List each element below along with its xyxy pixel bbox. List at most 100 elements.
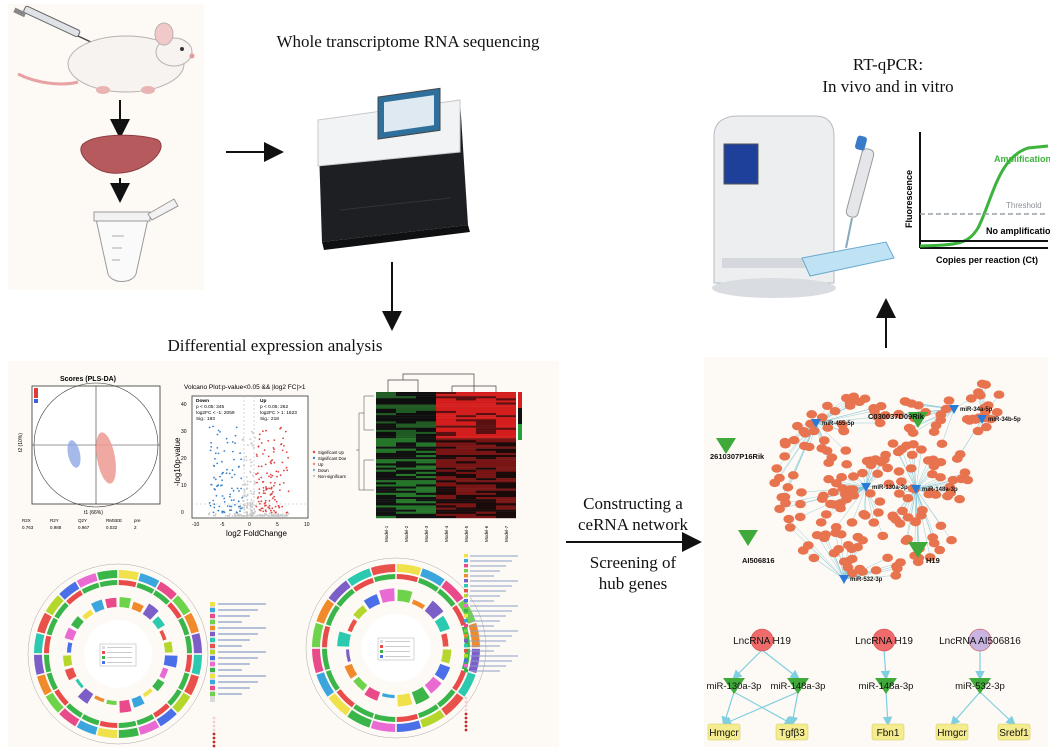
heatmap-cell	[376, 400, 396, 403]
volcano-point	[257, 465, 260, 468]
circle-count-segment	[54, 602, 69, 619]
heatmap-cell	[396, 421, 416, 424]
heatmap-cell	[496, 457, 516, 460]
network-gene-node	[788, 436, 800, 445]
heatmap-cell	[416, 473, 436, 477]
circle-count-segment	[153, 703, 170, 718]
volcano-legend-dot	[312, 456, 316, 460]
heatmap-cell	[456, 444, 476, 447]
volcano-point	[249, 480, 252, 483]
volcano-point	[283, 469, 285, 472]
network-gene-node	[979, 403, 990, 413]
volcano-point	[267, 439, 270, 442]
volcano-point	[221, 460, 223, 463]
volcano-point	[255, 473, 257, 476]
volcano-point	[281, 515, 284, 517]
go-legend-swatch	[210, 614, 215, 618]
heatmap-cell	[436, 490, 456, 493]
network-edge	[960, 418, 983, 455]
heatmap-cell	[456, 438, 476, 441]
go-legend-swatch	[210, 680, 215, 684]
circle-count-segment	[99, 720, 118, 728]
heatmap-cell	[476, 461, 496, 464]
volcano-point	[249, 471, 252, 474]
volcano-point	[270, 462, 273, 465]
kegg-legend-swatch	[464, 609, 468, 613]
circle-legend-swatch	[380, 650, 383, 653]
network-gene-node	[873, 508, 884, 517]
circle-category-segment	[328, 580, 351, 603]
go-legend-dot	[212, 724, 216, 728]
volcano-point	[213, 503, 216, 506]
network-gene-node	[872, 469, 883, 478]
network-gene-node	[811, 531, 823, 540]
heatmap-cell	[416, 501, 436, 504]
kegg-legend-dot	[464, 700, 468, 704]
go-legend	[210, 602, 266, 748]
heatmap-cell	[376, 507, 396, 510]
heatmap-cell	[416, 421, 436, 424]
network-gene-node	[930, 490, 942, 499]
heatmap-cell	[416, 480, 436, 483]
cerna-caption-line2: ceRNA network	[577, 515, 688, 534]
network-edge	[815, 422, 846, 451]
heatmap-cell	[496, 438, 516, 441]
circle-bar-segment	[64, 627, 77, 641]
circle-count-segment	[353, 577, 375, 592]
circle-category-segment	[316, 599, 335, 624]
volcano-point	[210, 483, 213, 486]
circle-category-segment	[138, 720, 160, 735]
network-gene-node	[858, 510, 870, 519]
kegg-legend-dot	[464, 696, 468, 700]
network-gene-node	[954, 450, 966, 459]
heatmap-cell	[436, 410, 456, 414]
heatmap-cell	[396, 494, 416, 498]
heatmap-cell	[436, 404, 456, 407]
kegg-circle-chart	[305, 554, 518, 739]
hub-mirna-label: miR-148a-3p	[859, 681, 914, 692]
heatmap-cell	[476, 469, 496, 472]
heatmap-cell	[396, 436, 416, 439]
kegg-legend-dot	[464, 704, 468, 708]
volcano-ytick: 20	[181, 456, 187, 462]
network-gene-node	[964, 416, 975, 425]
network-gene-node	[771, 464, 783, 473]
heatmap-cell	[436, 509, 456, 512]
heatmap-cell	[496, 392, 516, 395]
heatmap-cell	[496, 436, 516, 439]
heatmap-cell	[416, 478, 436, 481]
volcano-point	[258, 492, 261, 494]
network-mirna-label: miR-130a-3p	[872, 485, 908, 491]
heatmap-cell	[416, 440, 436, 443]
circle-category-segment	[138, 573, 160, 588]
volcano-point	[274, 498, 276, 501]
heatmap-cell	[416, 507, 436, 510]
network-gene-node	[857, 468, 868, 478]
heatmap-cell	[436, 419, 456, 422]
circle-count-segment	[118, 580, 137, 588]
circle-category-segment	[97, 727, 118, 738]
circle-count-segment	[178, 672, 190, 691]
heatmap-cell	[496, 431, 516, 435]
heatmap-cell	[396, 429, 416, 433]
heatmap-cell	[416, 513, 436, 517]
circle-legend-swatch	[102, 651, 105, 654]
network-gene-node	[891, 564, 903, 573]
heatmap-cell	[416, 434, 436, 437]
volcano-point	[229, 495, 231, 498]
circle-count-segment	[136, 714, 155, 726]
heatmap-cell	[376, 417, 396, 420]
volcano-point	[242, 484, 244, 486]
circle-bar-segment	[119, 699, 132, 713]
volcano-point	[219, 475, 221, 478]
heatmap-cell	[476, 499, 496, 502]
network-gene-node	[913, 401, 924, 410]
heatmap-cell	[416, 459, 436, 462]
heatmap-cell	[436, 440, 456, 443]
heatmap-cell	[456, 452, 476, 456]
heatmap-cell	[496, 473, 516, 477]
hub-mirna-node	[969, 678, 991, 694]
